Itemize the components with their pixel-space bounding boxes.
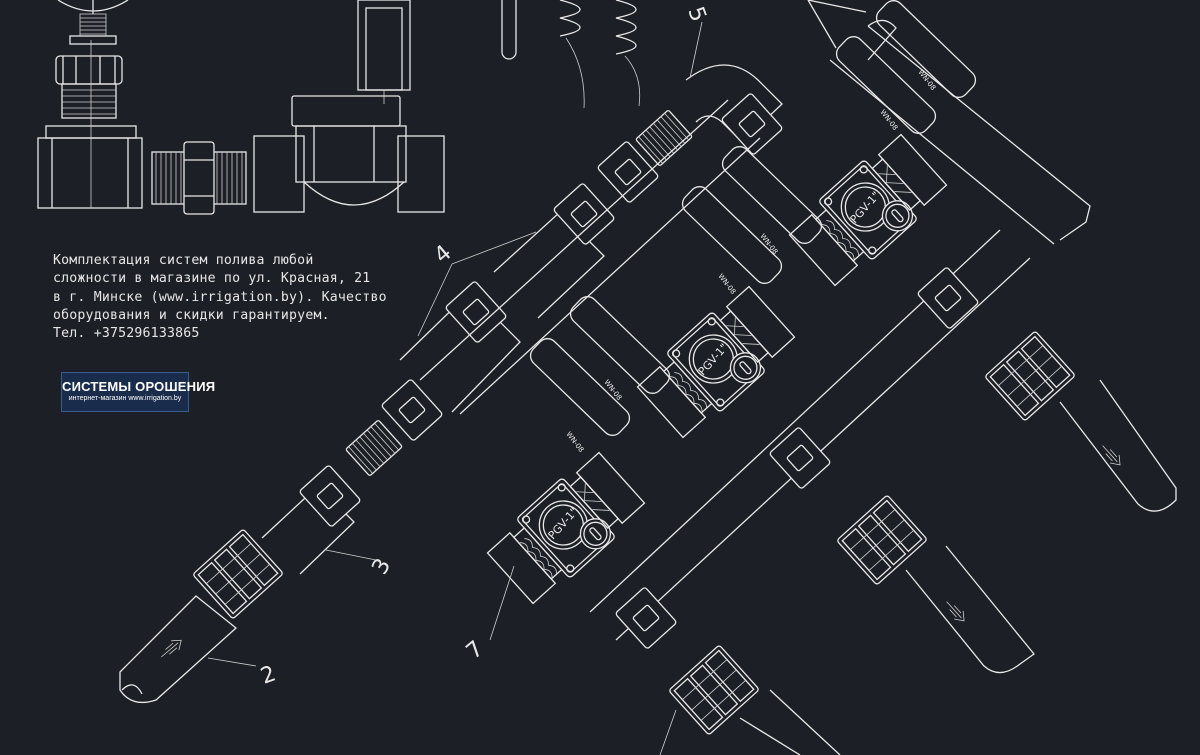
flex-hoses <box>529 0 977 436</box>
callout-3: 3 <box>368 554 397 579</box>
outlet-1 <box>614 586 841 755</box>
info-line-1: Комплектация систем полива любой <box>53 253 314 268</box>
input-pipeline <box>119 64 784 704</box>
outlet-2 <box>768 426 1035 674</box>
nipple-fitting <box>151 141 247 215</box>
logo-subtitle: интернет-магазин www.irrigation.by <box>68 395 182 402</box>
pressure-gauge-fitting <box>37 0 143 209</box>
callout-7: 7 <box>462 636 489 664</box>
upper-right-pipe <box>807 0 1091 245</box>
solenoid-valve-fitting <box>253 0 445 213</box>
logo-title: СИСТЕМЫ ОРОШЕНИЯ <box>62 379 216 394</box>
callout-5: 5 <box>682 4 710 26</box>
hose-label-4: WN-08 <box>758 232 779 256</box>
info-line-5: Тел. +375296133865 <box>53 326 200 342</box>
info-line-2: сложности в магазине по ул. Красная, 21 <box>53 271 371 287</box>
callout-4: 4 <box>430 240 457 268</box>
info-line-3: в г. Минске (www.irrigation.by). Качеств… <box>53 289 387 305</box>
callout-2: 2 <box>258 661 280 689</box>
top-components <box>501 0 641 109</box>
hose-label-5: WN-08 <box>878 108 899 132</box>
store-info-text: Комплектация систем полива любой сложнос… <box>53 252 403 343</box>
hose-label-3: WN-08 <box>716 272 737 296</box>
info-line-4: оборудования и скидки гарантируем. <box>53 307 330 323</box>
outlet-3 <box>916 266 1177 512</box>
callout-leaders <box>207 21 703 755</box>
hose-label-1: WN-08 <box>564 430 585 454</box>
store-logo[interactable]: СИСТЕМЫ ОРОШЕНИЯ интернет-магазин www.ir… <box>61 372 216 412</box>
